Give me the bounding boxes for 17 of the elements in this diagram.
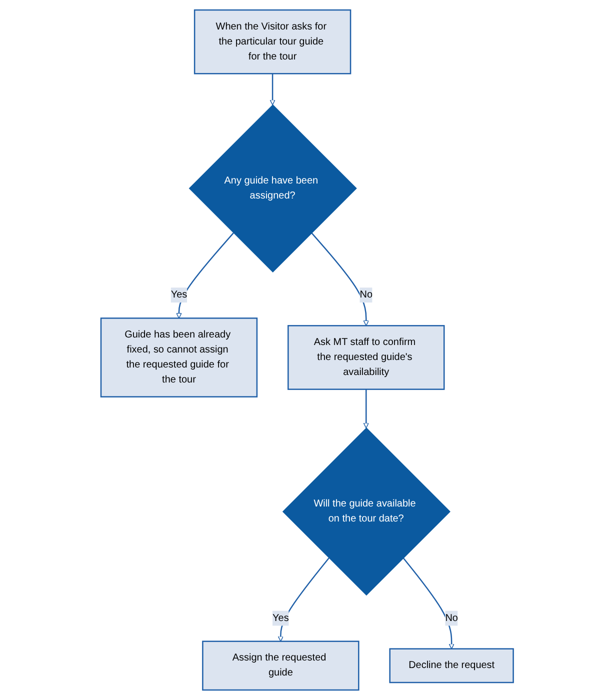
node-box: Guide has been already fixed, so cannot assign the requested guide for the tour: [100, 318, 258, 398]
node-box: When the Visitor asks for the particular tour guide for the tour: [194, 9, 352, 74]
edge-label: No: [360, 289, 373, 300]
edge-label: No: [446, 612, 458, 624]
arrow: [270, 74, 276, 106]
edge-label: Yes: [272, 612, 290, 624]
arrow: [278, 558, 330, 642]
arrow: [176, 232, 234, 319]
arrow: [403, 558, 455, 650]
node-box: Assign the requested guide: [202, 640, 360, 691]
arrow: [312, 232, 370, 326]
node-diamond: Will the guide available on the tour date?: [282, 428, 451, 596]
node-box: Decline the request: [390, 648, 514, 684]
node-box: Ask MT staff to confirm the requested guide's availability: [288, 325, 446, 390]
node-diamond: Any guide have been assigned?: [189, 104, 358, 272]
edge-label: Yes: [171, 289, 188, 300]
arrow: [364, 389, 370, 428]
